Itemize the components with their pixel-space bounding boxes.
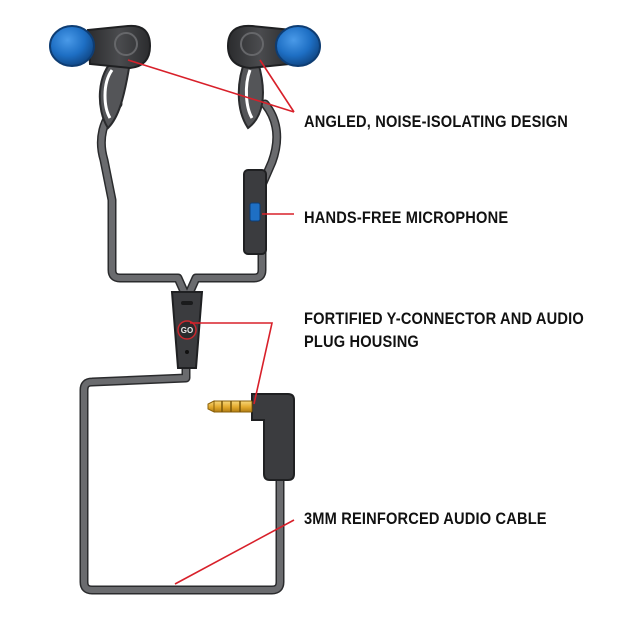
callout-design: ANGLED, NOISE-ISOLATING DESIGN (304, 112, 569, 131)
go-logo (177, 320, 197, 340)
callout-connector-line1: FORTIFIED Y-CONNECTOR AND AUDIO (304, 309, 584, 328)
right-earbud (226, 24, 321, 130)
callout-cable: 3MM REINFORCED AUDIO CABLE (304, 509, 547, 528)
leader-connector (190, 322, 273, 405)
leader-lines (127, 59, 295, 585)
leader-design-right (259, 59, 295, 113)
leader-design-left (127, 59, 295, 113)
leader-cable (174, 519, 295, 585)
left-earbud (49, 24, 152, 130)
mic-button (249, 202, 261, 222)
audio-plug (207, 393, 295, 481)
callout-microphone: HANDS-FREE MICROPHONE (304, 208, 509, 227)
callout-connector-line2: PLUG HOUSING (304, 332, 419, 351)
right-ear-hook (237, 56, 264, 130)
go-logo-text: GO (181, 326, 193, 335)
left-eartip (49, 25, 95, 67)
left-earbud-housing (86, 24, 152, 70)
y-connector: GO (170, 291, 204, 369)
right-eartip (275, 25, 321, 67)
microphone-module (243, 169, 267, 255)
